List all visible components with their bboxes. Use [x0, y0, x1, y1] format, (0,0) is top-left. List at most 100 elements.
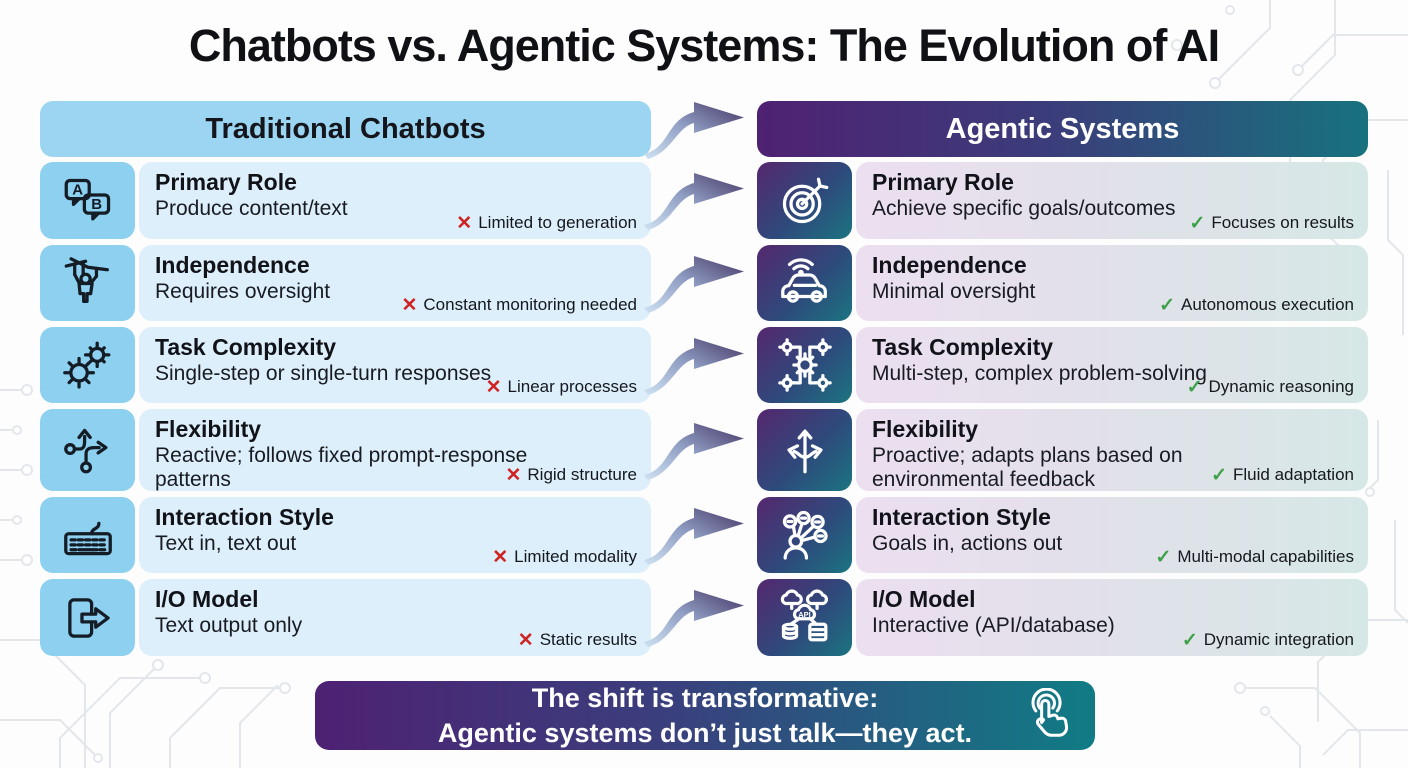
- row-title: Flexibility: [872, 416, 979, 442]
- row-description: Produce content/text: [155, 196, 348, 220]
- row-body: Task Complexity Multi-step, complex prob…: [856, 327, 1368, 403]
- row-body: Primary Role Produce content/text ✕ Limit…: [139, 162, 651, 239]
- chatbot-row-io-model: I/O Model Text output only ✕ Static resul…: [40, 579, 651, 656]
- chatbot-row-flexibility: Flexibility Reactive; follows fixed prom…: [40, 409, 651, 491]
- agentic-row-task-complexity: Task Complexity Multi-step, complex prob…: [757, 327, 1368, 403]
- row-note-label: Multi-modal capabilities: [1177, 547, 1354, 566]
- agentic-header: Agentic Systems: [757, 101, 1368, 157]
- row-body: Primary Role Achieve specific goals/outc…: [856, 162, 1368, 239]
- row-note-label: Rigid structure: [527, 465, 637, 484]
- chatbot-row-interaction-style: Interaction Style Text in, text out ✕ Lim…: [40, 497, 651, 573]
- agentic-row-independence: Independence Minimal oversight ✓Autonomo…: [757, 245, 1368, 321]
- row-note: ✕ Constant monitoring needed: [401, 295, 637, 315]
- cloud-api-database-icon: API: [757, 579, 852, 656]
- check-icon: ✓: [1181, 629, 1198, 651]
- row-note: ✓ Dynamic reasoning: [1187, 377, 1354, 397]
- branching-path-icon: [40, 409, 135, 491]
- row-title: I/O Model: [155, 586, 259, 612]
- person-ideas-icon: [757, 497, 852, 573]
- row-description: Requires oversight: [155, 279, 331, 303]
- cross-icon: ✕: [401, 294, 418, 316]
- row-title: I/O Model: [872, 586, 976, 612]
- cross-icon: ✕: [456, 212, 473, 234]
- row-body: Interaction Style Text in, text out ✕ Lim…: [139, 497, 651, 573]
- conclusion-banner: The shift is transformative: Agentic sys…: [315, 681, 1095, 750]
- row-body: I/O Model Text output only ✕ Static resul…: [139, 579, 651, 656]
- row-note: ✕ Limited modality: [492, 547, 637, 567]
- target-icon: [757, 162, 852, 239]
- row-description: Reactive; follows fixed prompt-response …: [155, 443, 528, 491]
- row-note-label: Dynamic reasoning: [1208, 377, 1354, 396]
- chatbots-header: Traditional Chatbots: [40, 101, 651, 157]
- row-note-label: Dynamic integration: [1203, 630, 1354, 649]
- row-note-label: Linear processes: [507, 377, 637, 396]
- keyboard-icon: [40, 497, 135, 573]
- row-title: Task Complexity: [155, 334, 337, 360]
- row-note: ✓ Focuses on results: [1189, 213, 1354, 233]
- chat-bubbles-icon: A B: [40, 162, 135, 239]
- row-note-label: Fluid adaptation: [1233, 465, 1354, 484]
- row-body: Independence Minimal oversight ✓Autonomo…: [856, 245, 1368, 321]
- row-description: Text in, text out: [155, 531, 297, 555]
- cross-icon: ✕: [505, 464, 522, 486]
- row-description: Achieve specific goals/outcomes: [872, 196, 1176, 220]
- row-description: Single-step or single-turn responses: [155, 361, 492, 385]
- gear-network-icon: [757, 327, 852, 403]
- svg-text:A: A: [72, 181, 83, 198]
- banner-line-2: Agentic systems don’t just talk—they act…: [437, 717, 973, 748]
- row-note: ✕ Rigid structure: [505, 465, 637, 485]
- row-note-label: Limited modality: [514, 547, 637, 566]
- row-title: Interaction Style: [155, 504, 334, 530]
- chatbots-column: Traditional Chatbots A B Primary Role Pr…: [40, 0, 651, 768]
- row-note: ✕ Static results: [518, 630, 637, 650]
- autonomous-car-icon: [757, 245, 852, 321]
- agentic-row-interaction-style: Interaction Style Goals in, actions out …: [757, 497, 1368, 573]
- svg-text:B: B: [91, 196, 102, 213]
- check-icon: ✓: [1189, 212, 1206, 234]
- row-note-label: Constant monitoring needed: [423, 295, 637, 314]
- row-body: Task Complexity Single-step or single-tu…: [139, 327, 651, 403]
- output-arrow-icon: [40, 579, 135, 656]
- check-icon: ✓: [1159, 294, 1176, 316]
- tap-gesture-icon: [1019, 688, 1075, 744]
- agentic-row-primary-role: Primary Role Achieve specific goals/outc…: [757, 162, 1368, 239]
- row-note: ✓Multi-modal capabilities: [1155, 547, 1354, 567]
- row-note: ✕ Limited to generation: [456, 213, 637, 233]
- chatbot-row-independence: Independence Requires oversight ✕ Constan…: [40, 245, 651, 321]
- row-body: Independence Requires oversight ✕ Constan…: [139, 245, 651, 321]
- row-title: Primary Role: [155, 169, 297, 195]
- check-icon: ✓: [1186, 376, 1203, 398]
- gears-icon: [40, 327, 135, 403]
- svg-text:API: API: [798, 609, 810, 618]
- transition-arrows: [644, 102, 744, 647]
- cross-icon: ✕: [492, 546, 509, 568]
- row-description: Minimal oversight: [872, 279, 1036, 303]
- row-description: Text output only: [155, 613, 303, 637]
- cross-icon: ✕: [517, 629, 534, 651]
- row-title: Task Complexity: [872, 334, 1054, 360]
- row-note-label: Limited to generation: [478, 213, 637, 232]
- row-body: Flexibility Proactive; adapts plans base…: [856, 409, 1368, 491]
- row-title: Interaction Style: [872, 504, 1051, 530]
- row-note-label: Focuses on results: [1211, 213, 1354, 232]
- row-title: Flexibility: [155, 416, 262, 442]
- row-note-label: Static results: [539, 630, 637, 649]
- chatbot-row-task-complexity: Task Complexity Single-step or single-tu…: [40, 327, 651, 403]
- row-note: ✓ Autonomous execution: [1159, 295, 1354, 315]
- row-description: Goals in, actions out: [872, 531, 1063, 555]
- row-title: Primary Role: [872, 169, 1014, 195]
- puppet-icon: [40, 245, 135, 321]
- page-title: Chatbots vs. Agentic Systems: The Evolut…: [188, 20, 1220, 71]
- row-note: ✓ Dynamic integration: [1182, 630, 1354, 650]
- three-way-arrows-icon: [757, 409, 852, 491]
- chatbot-row-primary-role: A B Primary Role Produce content/text ✕ L…: [40, 162, 651, 239]
- row-body: Flexibility Reactive; follows fixed prom…: [139, 409, 651, 491]
- row-description: Proactive; adapts plans based on environ…: [872, 443, 1183, 491]
- banner-line-1: The shift is transformative:: [531, 683, 879, 714]
- row-body: I/O Model Interactive (API/database) ✓ Dy…: [856, 579, 1368, 656]
- row-description: Interactive (API/database): [872, 613, 1115, 637]
- row-title: Independence: [155, 252, 310, 278]
- row-description: Multi-step, complex problem-solving: [872, 361, 1207, 385]
- row-note-label: Autonomous execution: [1181, 295, 1354, 314]
